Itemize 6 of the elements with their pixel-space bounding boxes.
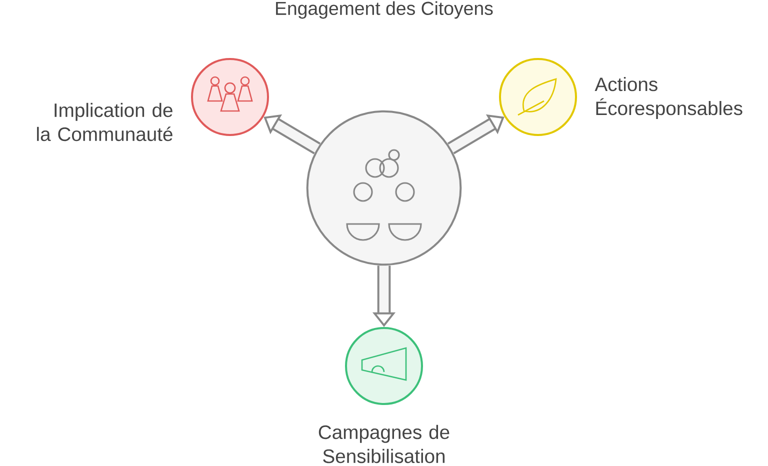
node-label: Campagnes de Sensibilisation	[318, 424, 450, 464]
arrow	[447, 114, 504, 154]
title: Engagement des Citoyens	[276, 1, 493, 19]
node-label: Implication de la Communauté	[37, 102, 172, 142]
circle-node	[306, 110, 462, 266]
node-label: Actions Écoresponsables	[594, 76, 742, 119]
